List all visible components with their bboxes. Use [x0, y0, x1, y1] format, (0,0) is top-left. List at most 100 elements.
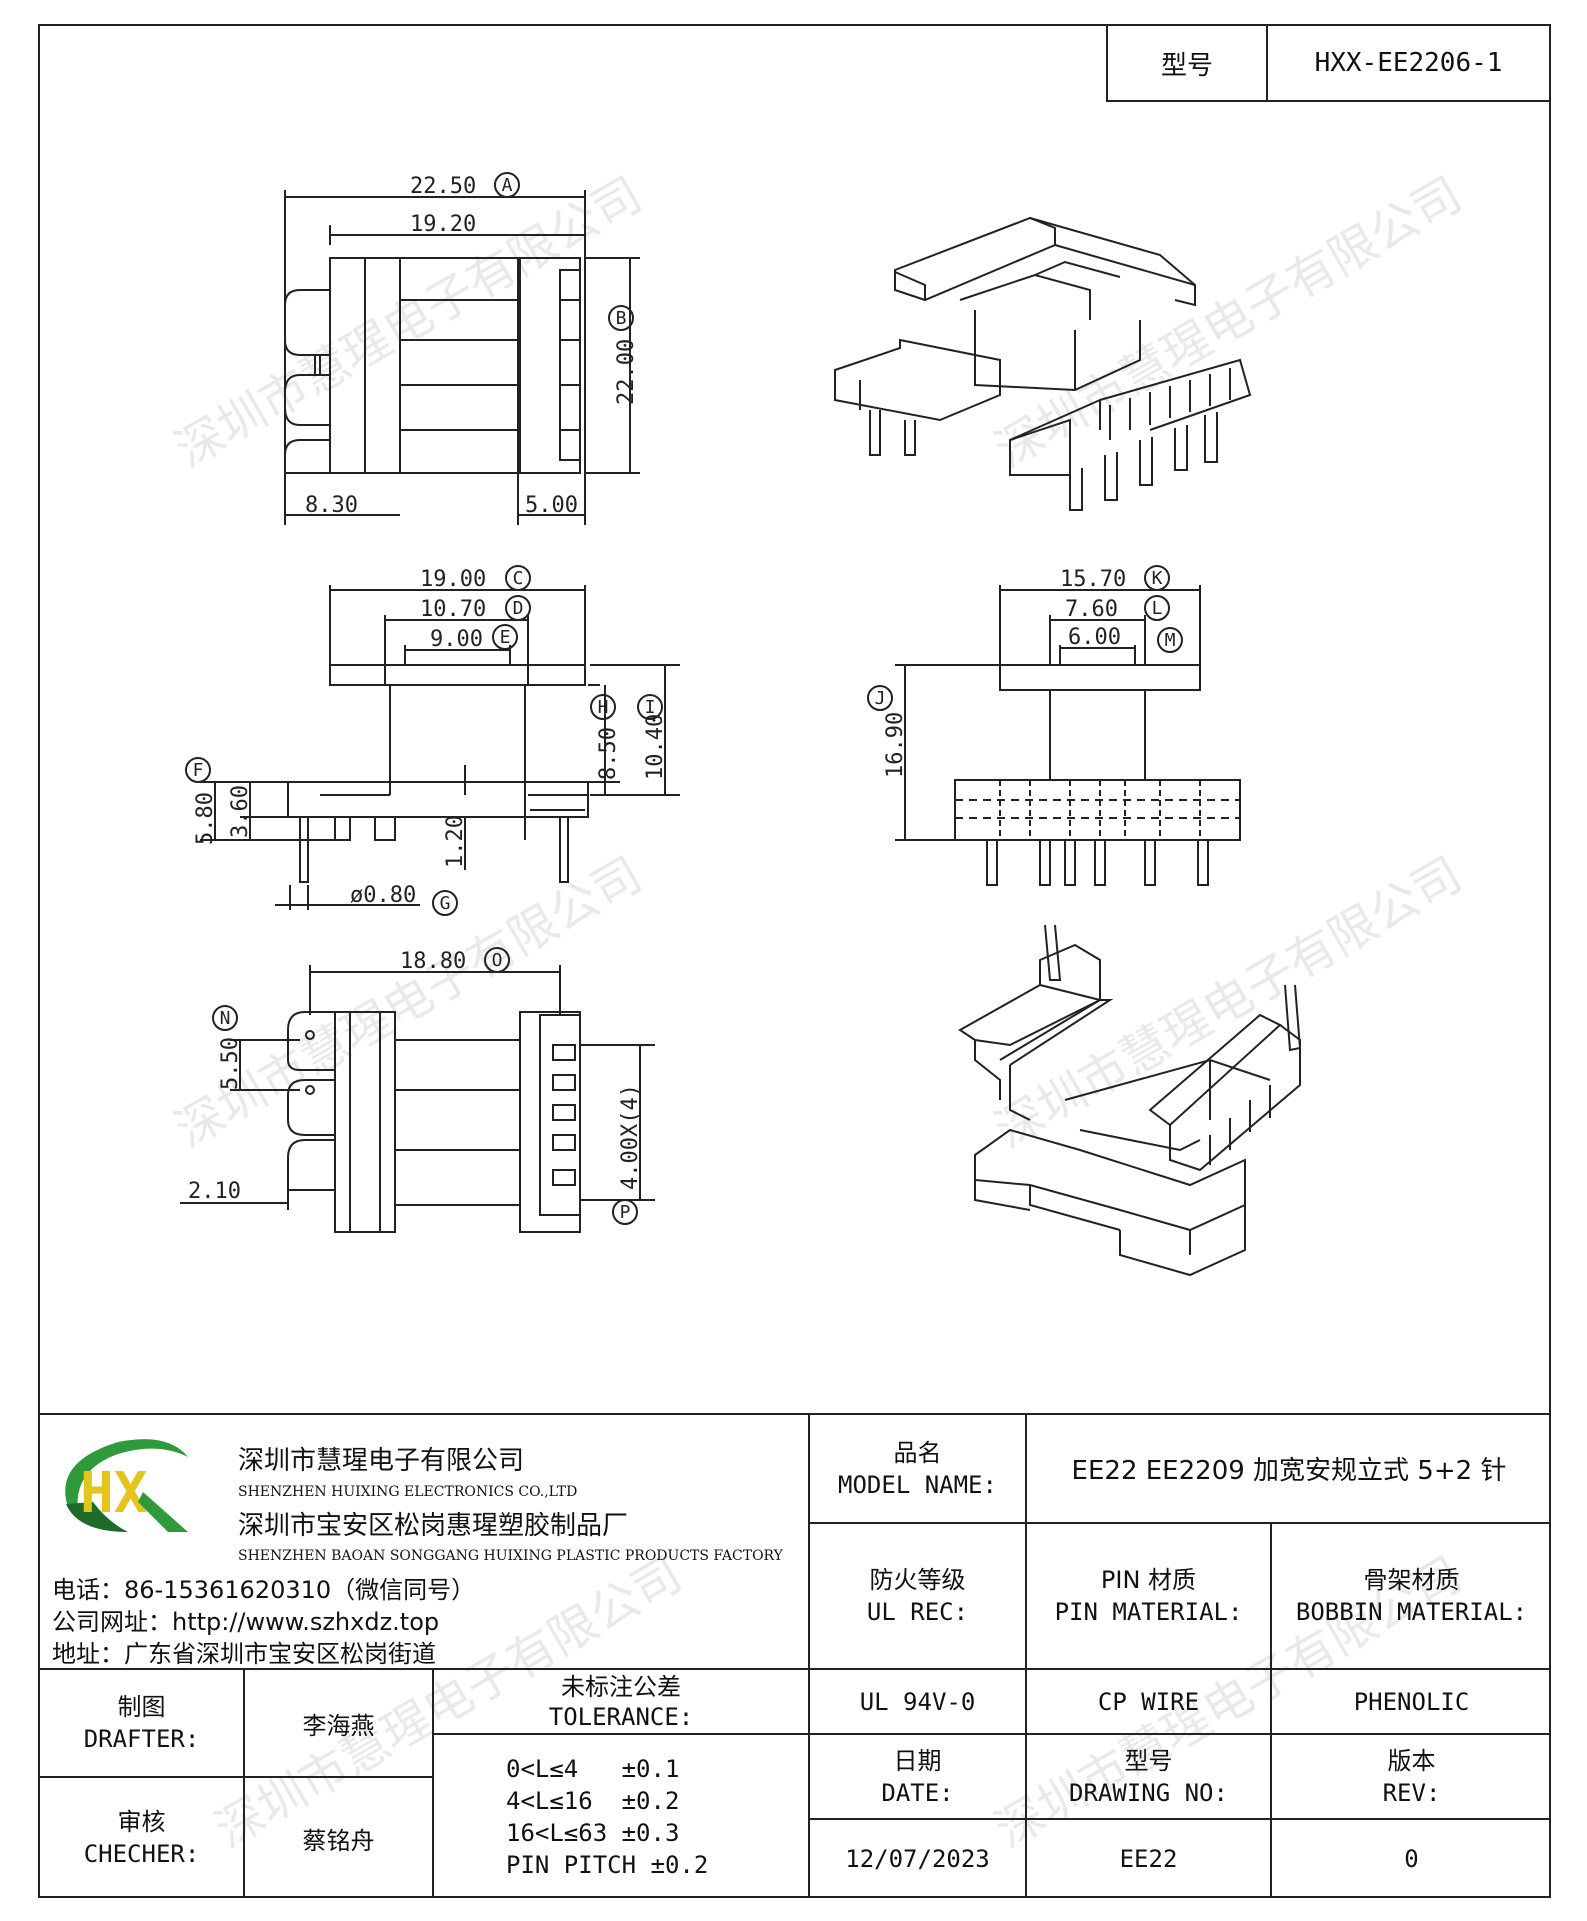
dim-H-text: 8.50: [596, 727, 621, 780]
checker-value: 蔡铭舟: [302, 1826, 375, 1855]
svg-text:G: G: [440, 893, 451, 914]
svg-text:F: F: [193, 760, 204, 781]
tolerance-label: 未标注公差 TOLERANCE:: [548, 1672, 694, 1731]
svg-text:E: E: [500, 627, 511, 648]
header-model-label: 型号: [1108, 26, 1268, 100]
bobbin-material-label: 骨架材质 BOBBIN MATERIAL:: [1295, 1566, 1528, 1626]
divider: [808, 1818, 1551, 1820]
company-phone: 电话：86-15361620310（微信同号）: [52, 1576, 476, 1604]
model-name-value: EE22 EE2209 加宽安规立式 5+2 针: [1071, 1456, 1507, 1486]
divider: [243, 1668, 245, 1898]
svg-text:O: O: [492, 950, 503, 971]
svg-text:H: H: [598, 697, 609, 718]
technical-drawing: 22.50 19.20 8.30 5.00 22.00 19.00 10.70 …: [180, 172, 1302, 1277]
company-website[interactable]: 公司网址：http://www.szhxdz.top: [52, 1608, 440, 1636]
model-name-label: 品名 MODEL NAME:: [810, 1415, 1025, 1522]
header-model-box: 型号 HXX-EE2206-1: [1106, 24, 1551, 102]
circle-B: B: [608, 305, 634, 331]
dim-A-text: 22.50: [410, 174, 476, 199]
isometric-bottom: [958, 924, 1302, 1277]
header-model-value: HXX-EE2206-1: [1314, 48, 1503, 78]
bobbin-material-value: PHENOLIC: [1353, 1687, 1470, 1716]
date-value: 12/07/2023: [845, 1845, 990, 1873]
dim-bottom-right-text: 5.00: [525, 493, 578, 518]
circle-G: G: [432, 890, 458, 916]
ul-rec-label: 防火等级 UL REC:: [866, 1566, 969, 1626]
circle-M: M: [1157, 627, 1183, 653]
dim-K-text: 15.70: [1060, 567, 1126, 592]
date-label: 日期 DATE:: [881, 1746, 954, 1807]
rev-label: 版本 REV:: [1382, 1746, 1441, 1807]
ul-rec-value: UL 94V-0: [859, 1687, 976, 1716]
circle-O: O: [484, 947, 510, 973]
divider: [1025, 1413, 1027, 1898]
drawing-no-value: EE22: [1119, 1845, 1178, 1873]
circle-D: D: [505, 595, 531, 621]
checker-label: 审核 CHECHER:: [83, 1808, 200, 1868]
dim-F-text: 5.80: [193, 792, 218, 845]
svg-text:I: I: [645, 697, 656, 718]
dim-P-text: 4.00X(4): [618, 1084, 643, 1190]
dim-J-text: 16.90: [883, 712, 908, 778]
model-name-label-cn: 品名: [893, 1438, 942, 1467]
circle-J: J: [867, 685, 893, 711]
circle-A: A: [494, 172, 520, 198]
isometric-top: [834, 216, 1252, 511]
dim-D-text: 10.70: [420, 597, 486, 622]
pin-material-value: CP WIRE: [1097, 1687, 1200, 1716]
divider: [38, 1776, 432, 1778]
svg-text:L: L: [1152, 598, 1163, 619]
circle-P: P: [612, 1199, 638, 1225]
dim-N-text: 5.50: [218, 1037, 243, 1090]
svg-text:B: B: [616, 308, 627, 329]
dim-O-text: 18.80: [400, 949, 466, 974]
dim-I-text: 10.40: [643, 714, 668, 780]
divider: [808, 1522, 1551, 1524]
dim-B-text: 22.00: [614, 339, 639, 405]
title-block-top-line: [38, 1413, 1551, 1415]
dim-C-text: 19.00: [420, 567, 486, 592]
pin-material-label: PIN 材质 PIN MATERIAL:: [1054, 1566, 1243, 1626]
dim-f-inner-text: 3.60: [228, 785, 253, 838]
circle-N: N: [212, 1005, 238, 1031]
drafter-value: 李海燕: [302, 1711, 375, 1740]
dim-gap-text: 1.20: [443, 815, 468, 868]
dim-bottom-left-text: 8.30: [305, 493, 358, 518]
svg-text:P: P: [620, 1202, 631, 1223]
circle-L: L: [1144, 595, 1170, 621]
dim-side-text: 2.10: [188, 1179, 241, 1204]
svg-text:M: M: [1165, 630, 1176, 651]
svg-text:HX: HX: [80, 1461, 147, 1526]
tolerance-values: 0<L≤4 ±0.1 4<L≤16 ±0.2 16<L≤63 ±0.3 PIN …: [506, 1754, 709, 1879]
dim-L-text: 7.60: [1065, 597, 1118, 622]
divider: [38, 1668, 1551, 1670]
drawing-no-label: 型号 DRAWING NO:: [1069, 1746, 1228, 1807]
svg-text:C: C: [513, 568, 524, 589]
divider: [432, 1733, 1551, 1735]
svg-text:K: K: [1152, 568, 1163, 589]
factory-name-en: SHENZHEN BAOAN SONGGANG HUIXING PLASTIC …: [238, 1548, 783, 1564]
drawing-frame: [38, 24, 1551, 1898]
circle-C: C: [505, 565, 531, 591]
company-name-cn: 深圳市慧瑆电子有限公司: [238, 1446, 525, 1476]
drafter-label: 制图 DRAFTER:: [83, 1693, 200, 1753]
divider: [808, 1413, 810, 1668]
view-top-left: [284, 190, 640, 525]
view-mid-left: [200, 585, 680, 910]
view-bottom-left: [180, 965, 655, 1233]
divider: [1270, 1522, 1272, 1898]
factory-name-cn: 深圳市宝安区松岗惠瑆塑胶制品厂: [238, 1511, 629, 1541]
circle-E: E: [492, 624, 518, 650]
divider: [432, 1668, 434, 1898]
dim-top-inner-text: 19.20: [410, 212, 476, 237]
dim-G-text: ø0.80: [350, 883, 416, 908]
company-logo: HX: [65, 1439, 188, 1532]
svg-text:D: D: [513, 598, 524, 619]
circle-F: F: [185, 757, 211, 783]
svg-text:J: J: [875, 688, 886, 709]
company-address: 地址：广东省深圳市宝安区松岗街道: [52, 1640, 436, 1668]
circle-I: I: [637, 694, 663, 720]
dim-E-text: 9.00: [430, 627, 483, 652]
svg-text:A: A: [502, 175, 513, 196]
company-name-en: SHENZHEN HUIXING ELECTRONICS CO.,LTD: [238, 1484, 578, 1500]
